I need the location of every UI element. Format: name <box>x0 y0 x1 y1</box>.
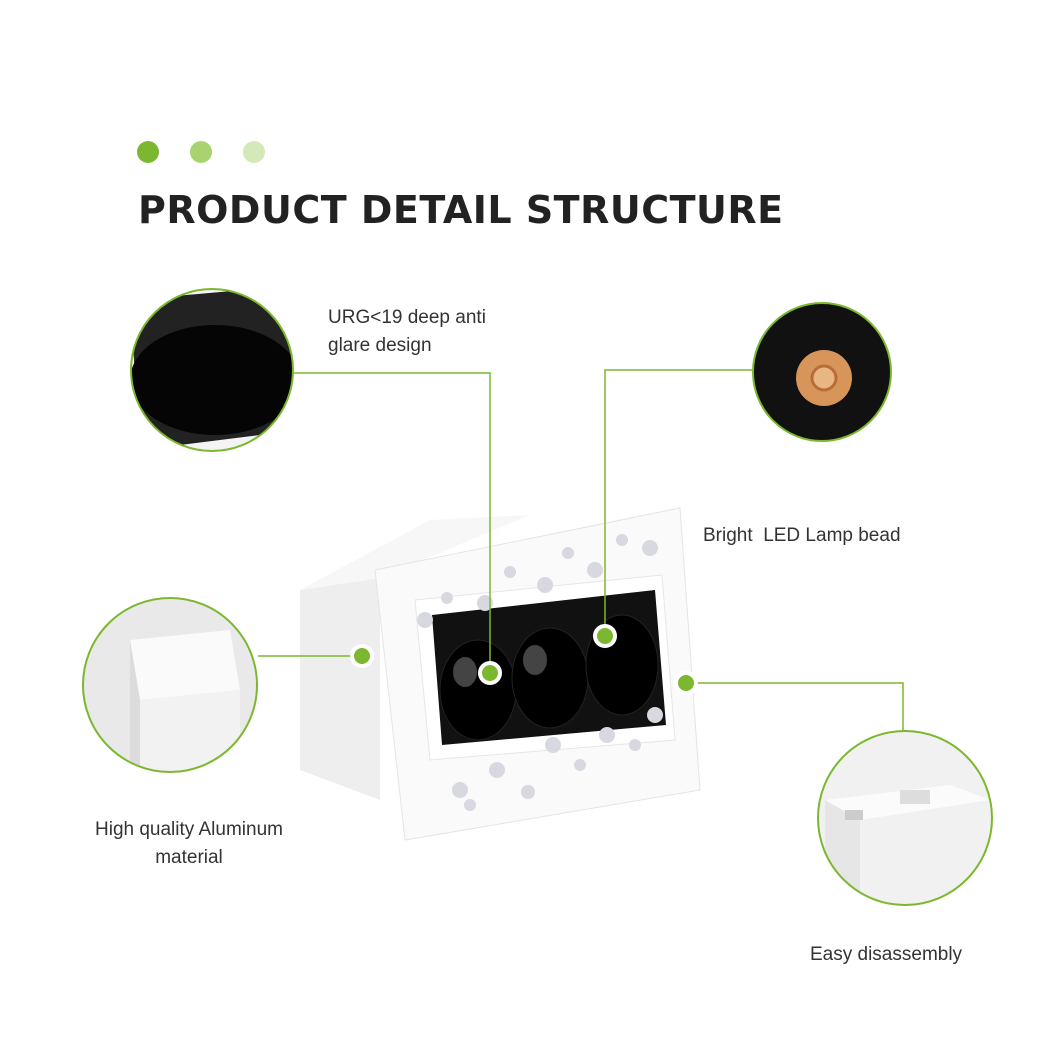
callout-markers <box>350 624 698 695</box>
decor-dot-1 <box>137 141 159 163</box>
callout-aluminum: High quality Aluminum material <box>60 816 318 872</box>
decor-dot-3 <box>243 141 265 163</box>
callout-aluminum-line2: material <box>155 847 223 868</box>
detail-anti-glare-image <box>130 288 294 452</box>
callout-anti-glare-line1: URG<19 deep anti <box>328 307 486 328</box>
detail-led-bead-image <box>752 302 892 442</box>
callout-anti-glare-line2: glare design <box>328 335 432 356</box>
callout-disassembly: Easy disassembly <box>810 941 962 969</box>
detail-aluminum-image <box>82 597 258 773</box>
callout-led-bead: Bright LED Lamp bead <box>703 466 901 578</box>
callout-aluminum-line1: High quality Aluminum <box>95 819 283 840</box>
leader-lines <box>258 369 904 730</box>
decor-dot-2 <box>190 141 212 163</box>
callout-anti-glare: URG<19 deep anti glare design <box>328 304 486 360</box>
page-title: PRODUCT DETAIL STRUCTURE <box>138 188 784 232</box>
detail-disassembly-image <box>817 730 993 906</box>
callout-disassembly-line1: Easy disassembly <box>810 944 963 965</box>
callout-led-bead-line1: Bright LED Lamp bead <box>703 525 901 546</box>
